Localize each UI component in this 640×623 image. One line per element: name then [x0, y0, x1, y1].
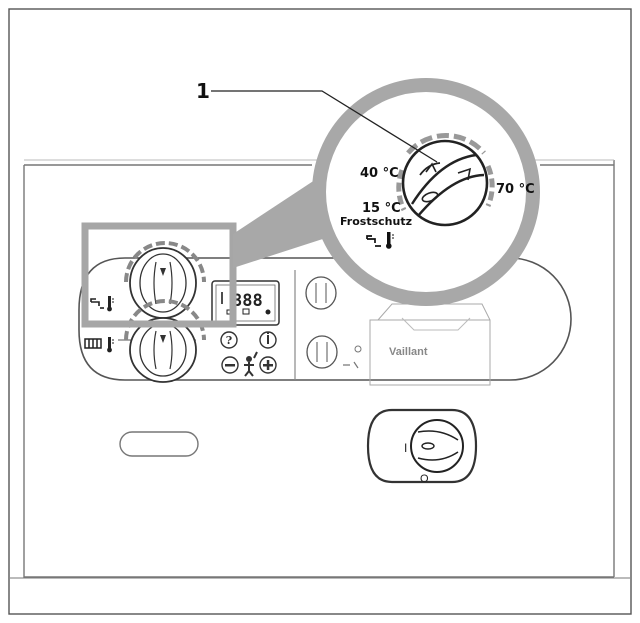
switch-off-label: O	[420, 473, 429, 485]
temp-label-70: 70 °C	[496, 182, 535, 197]
tap-thermometer-icon-left	[90, 296, 114, 312]
magnifier-connector	[233, 170, 332, 268]
temp-label-40: 40 °C	[360, 166, 399, 181]
info-button[interactable]: ?	[220, 331, 238, 349]
tap-thermometer-icon	[366, 232, 394, 249]
digital-display: 888	[211, 280, 280, 326]
callout-number: 1	[196, 79, 210, 103]
magnified-hot-water-knob	[396, 133, 495, 227]
control-module	[294, 270, 491, 386]
radiator-thermometer-icon-left	[84, 337, 114, 353]
heating-knob[interactable]	[124, 299, 206, 383]
cover-handle[interactable]	[119, 431, 199, 457]
i-button[interactable]	[259, 331, 277, 349]
chimney-sweep-icon	[244, 351, 258, 377]
brand-logo: Vaillant	[389, 346, 428, 358]
callout-leader-line	[211, 90, 438, 163]
temp-label-15: 15 °C	[362, 201, 401, 216]
plus-button[interactable]	[259, 356, 277, 374]
main-switch[interactable]	[366, 408, 478, 484]
highlight-box	[81, 222, 237, 328]
frost-protection-label: Frostschutz	[340, 215, 412, 228]
switch-on-label: I	[404, 441, 407, 455]
svg-text:?: ?	[226, 334, 232, 347]
minus-button[interactable]	[221, 356, 239, 374]
display-digits: 888	[232, 291, 263, 311]
